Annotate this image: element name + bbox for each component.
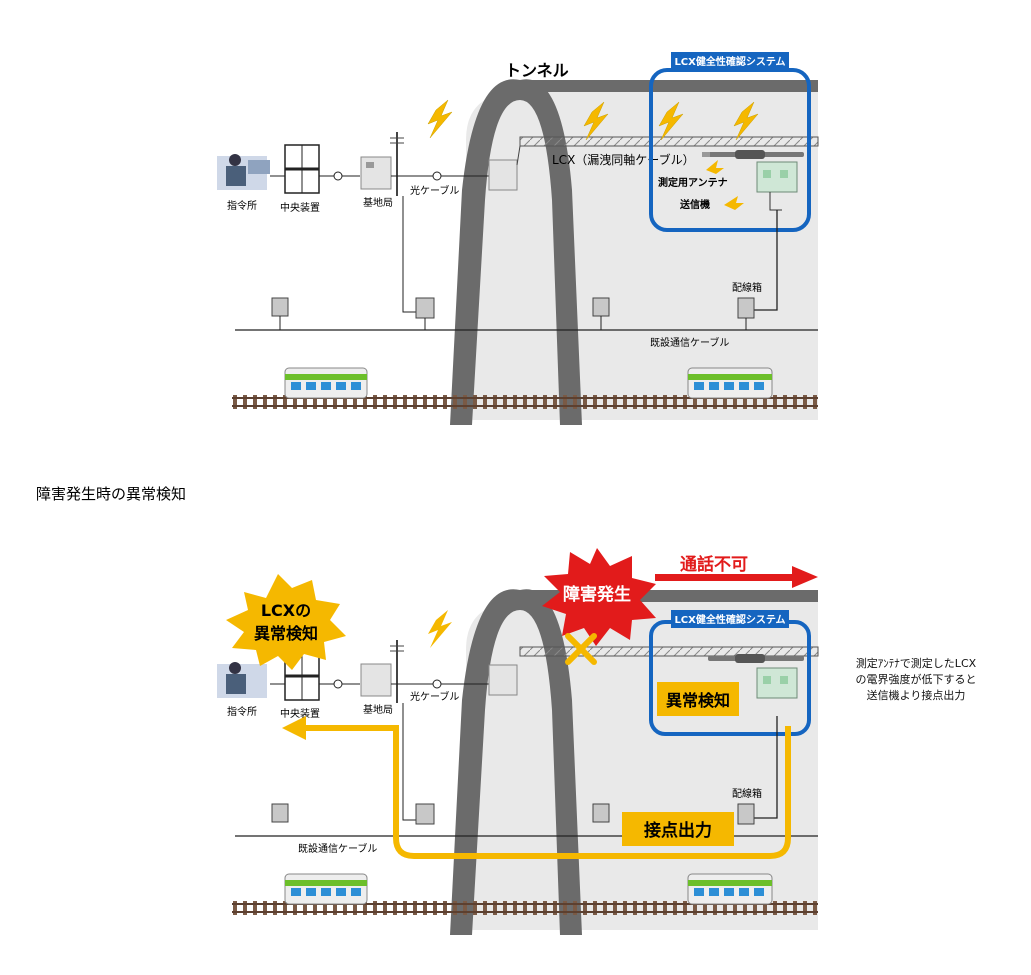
train-icon [284,873,368,905]
radio-wave-icon [427,99,453,139]
radio-wave-icon [583,101,609,141]
system-title-badge [671,610,789,628]
transmitter-icon [756,667,798,699]
contact-output-badge [622,812,734,846]
central-equipment-icon [284,144,320,194]
tunnel-arch [450,589,582,935]
dispatch-label: 指令所 [227,705,257,718]
junction-box-icon [271,803,289,823]
junction-box-icon [737,297,755,319]
top-diagram: トンネル LCX（漏洩同軸ケーブル） LCX健全性確認システム 測定用アンテナ [217,52,819,425]
arrow-icon [655,566,818,588]
tunnel-arch [450,79,582,425]
system-title-badge [671,52,789,70]
junction-box-label: 配線箱 [732,787,762,800]
transmitter-label: 送信機 [679,198,710,211]
junction-box-icon [415,803,435,825]
base-station-icon [488,664,518,696]
dispatcher-icon [217,154,270,190]
radio-wave-icon [428,610,452,648]
antenna-icon [708,654,804,663]
junction-box-label: 配線箱 [732,281,762,294]
antenna-icon [702,150,804,159]
anomaly-badge [657,682,739,716]
junction-box-icon [737,803,755,825]
dispatch-label: 指令所 [227,199,257,212]
tunnel-label: トンネル [505,61,569,80]
base-station-label: 基地局 [363,703,393,716]
junction-box-icon [592,803,610,823]
section-heading: 障害発生時の異常検知 [36,485,187,503]
transmitter-line [750,210,778,311]
contact-output-label: 接点出力 [644,820,712,841]
anomaly-label: 異常検知 [666,691,730,710]
existing-cable-label: 既設通信ケーブル [650,336,729,349]
system-title: LCX健全性確認システム [674,613,785,626]
base-station-icon [488,145,521,191]
lcx-alert-line2: 異常検知 [254,624,318,643]
junction-box-icon [592,297,610,317]
bottom-diagram: LCX健全性確認システム 異常検知 障害発生 通話不可 [217,548,819,935]
lcx-cable [519,646,819,657]
system-title: LCX健全性確認システム [674,55,785,68]
lcx-alert-burst [226,574,346,670]
lcx-cable [519,136,819,147]
fault-label: 障害発生 [563,584,631,605]
contact-output-path [300,725,791,859]
lcx-label: LCX（漏洩同軸ケーブル） [552,152,695,167]
fault-burst [542,548,656,646]
radio-wave-icon [733,101,759,141]
junction-box-icon [415,297,435,319]
optical-cable-label: 光ケーブル [410,690,459,703]
side-note: 測定ｱﾝﾃﾅで測定したLCX の電界強度が低下すると 送信機より接点出力 [855,657,977,702]
antenna-label: 測定用アンテナ [658,176,728,189]
lcx-alert-line1: LCXの [261,601,311,620]
train-icon [687,873,773,905]
base-station-icon [360,640,404,703]
central-label: 中央装置 [280,201,320,214]
junction-box-icon [271,297,289,317]
base-station-label: 基地局 [363,196,393,209]
central-label: 中央装置 [280,707,320,720]
base-station-icon [360,132,404,196]
existing-cable-label: 既設通信ケーブル [298,842,377,855]
radio-wave-icon [658,101,684,141]
transmitter-icon [756,161,798,211]
arrow-icon [282,716,306,740]
train-icon [284,367,368,399]
dispatcher-icon [217,662,267,698]
no-call-label: 通話不可 [680,554,748,575]
optical-cable-label: 光ケーブル [410,184,459,197]
cross-mark-icon [565,633,597,665]
train-icon [687,367,773,399]
